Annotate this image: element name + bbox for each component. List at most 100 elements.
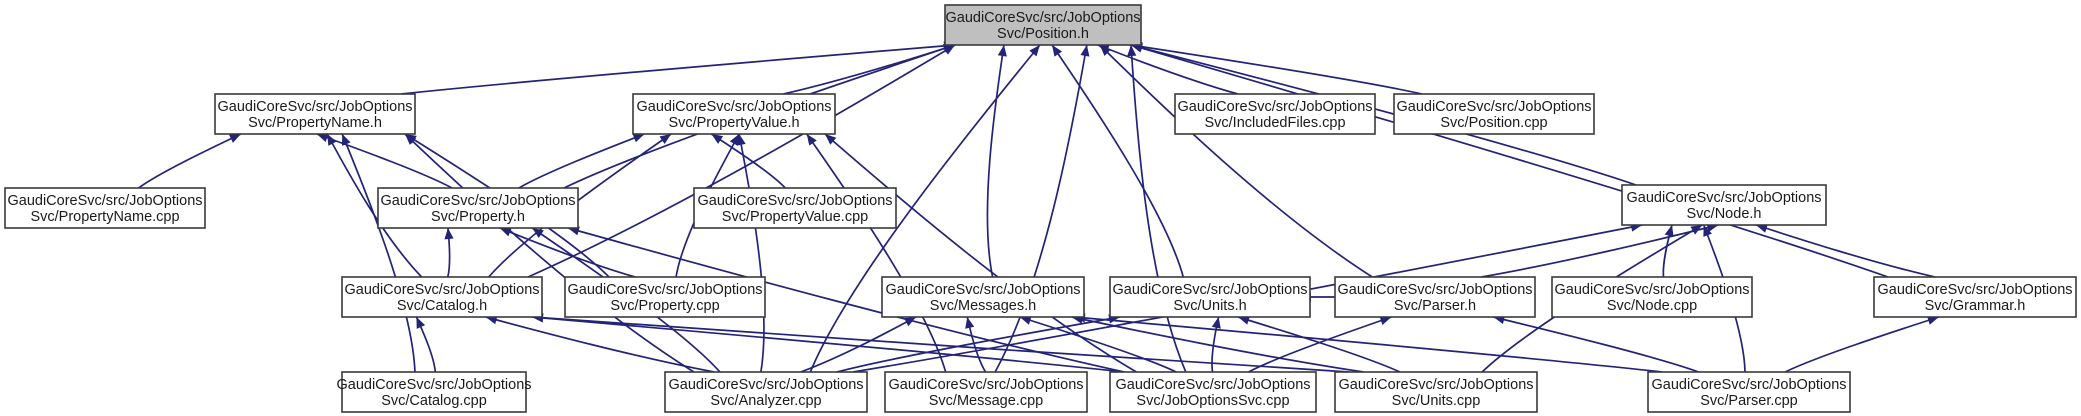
graph-node-node-h[interactable]: GaudiCoreSvc/src/JobOptionsSvc/Node.h — [1621, 184, 1827, 226]
node-box[interactable] — [1174, 93, 1376, 135]
node-box[interactable] — [1873, 276, 2077, 318]
dependency-edge — [527, 44, 956, 278]
dependency-edge — [1019, 316, 1177, 373]
node-box[interactable] — [1393, 93, 1595, 135]
dependency-edge — [400, 44, 956, 95]
node-box[interactable] — [1109, 371, 1317, 413]
graph-node-node-cpp[interactable]: GaudiCoreSvc/src/JobOptionsSvc/Node.cpp — [1551, 276, 1753, 318]
edge-arrowhead — [1097, 44, 1110, 54]
graph-node-joboptionssvc-cpp[interactable]: GaudiCoreSvc/src/JobOptionsSvc/JobOption… — [1109, 371, 1317, 413]
node-label-line2: Svc/Messages.h — [930, 298, 1036, 314]
node-box[interactable] — [944, 4, 1142, 46]
node-label-line2: Svc/Message.cpp — [929, 393, 1043, 409]
graph-node-propertyname-cpp[interactable]: GaudiCoreSvc/src/JobOptionsSvc/PropertyN… — [4, 187, 206, 229]
node-label-line2: Svc/JobOptionsSvc.cpp — [1136, 393, 1289, 409]
graph-node-units-cpp[interactable]: GaudiCoreSvc/src/JobOptionsSvc/Units.cpp — [1334, 371, 1538, 413]
dependency-edge — [138, 133, 242, 189]
node-label-line1: GaudiCoreSvc/src/JobOptions — [1112, 282, 1307, 298]
node-label-line1: GaudiCoreSvc/src/JobOptions — [945, 10, 1140, 26]
dependency-edge — [1071, 316, 1364, 373]
dependency-edge — [326, 133, 423, 278]
edge-arrowhead — [342, 134, 351, 146]
edge-arrowhead — [1211, 317, 1221, 329]
node-label-line2: Svc/Analyzer.cpp — [710, 393, 821, 409]
dependency-edge — [567, 227, 1125, 373]
node-label-line2: Svc/Node.cpp — [1607, 298, 1697, 314]
node-box[interactable] — [884, 371, 1088, 413]
graph-node-property-cpp[interactable]: GaudiCoreSvc/src/JobOptionsSvc/Property.… — [564, 276, 766, 318]
node-box[interactable] — [341, 371, 527, 413]
graph-node-parser-h[interactable]: GaudiCoreSvc/src/JobOptionsSvc/Parser.h — [1334, 276, 1536, 318]
node-box[interactable] — [1551, 276, 1753, 318]
edge-arrowhead — [943, 45, 955, 55]
node-box[interactable] — [564, 276, 766, 318]
node-label-line2: Svc/Grammar.h — [1925, 298, 2026, 314]
node-box[interactable] — [1647, 371, 1851, 413]
node-box[interactable] — [693, 187, 897, 229]
graph-node-units-h[interactable]: GaudiCoreSvc/src/JobOptionsSvc/Units.h — [1109, 276, 1311, 318]
graph-node-property-h[interactable]: GaudiCoreSvc/src/JobOptionsSvc/Property.… — [377, 187, 579, 229]
node-label-line2: Svc/Parser.cpp — [1700, 393, 1798, 409]
node-layer: GaudiCoreSvc/src/JobOptionsSvc/Position.… — [4, 4, 2077, 413]
node-label-line1: GaudiCoreSvc/src/JobOptions — [1877, 282, 2072, 298]
node-label-line2: Svc/Parser.h — [1394, 298, 1476, 314]
node-box[interactable] — [1621, 184, 1827, 226]
edge-arrowhead — [1926, 316, 1939, 325]
edge-arrowhead — [711, 134, 724, 144]
edge-arrowhead — [499, 227, 512, 237]
node-box[interactable] — [377, 187, 579, 229]
node-label-line2: Svc/Position.h — [997, 26, 1089, 42]
graph-node-grammar-h[interactable]: GaudiCoreSvc/src/JobOptionsSvc/Grammar.h — [1873, 276, 2077, 318]
node-box[interactable] — [1109, 276, 1311, 318]
dependency-edge — [1073, 316, 1663, 373]
graph-node-propertyname-h[interactable]: GaudiCoreSvc/src/JobOptionsSvc/PropertyN… — [214, 93, 416, 135]
edge-arrowhead — [1080, 45, 1090, 57]
node-box[interactable] — [4, 187, 206, 229]
edge-arrowhead — [1029, 45, 1040, 57]
node-label-line1: GaudiCoreSvc/src/JobOptions — [1651, 377, 1846, 393]
graph-node-analyzer-cpp[interactable]: GaudiCoreSvc/src/JobOptionsSvc/Analyzer.… — [664, 371, 868, 413]
node-box[interactable] — [1334, 371, 1538, 413]
node-box[interactable] — [341, 276, 543, 318]
node-box[interactable] — [881, 276, 1085, 318]
node-box[interactable] — [632, 93, 836, 135]
dependency-edge — [824, 133, 1137, 373]
node-label-line1: GaudiCoreSvc/src/JobOptions — [697, 193, 892, 209]
graph-node-catalog-h[interactable]: GaudiCoreSvc/src/JobOptionsSvc/Catalog.h — [341, 276, 543, 318]
edge-arrowhead — [228, 134, 241, 143]
dependency-edge — [316, 133, 453, 189]
node-box[interactable] — [664, 371, 868, 413]
edge-arrowhead — [316, 133, 329, 143]
edge-arrowhead — [825, 134, 837, 145]
node-box[interactable] — [214, 93, 416, 135]
graph-node-message-cpp[interactable]: GaudiCoreSvc/src/JobOptionsSvc/Message.c… — [884, 371, 1088, 413]
graph-node-propertyvalue-h[interactable]: GaudiCoreSvc/src/JobOptionsSvc/PropertyV… — [632, 93, 836, 135]
node-label-line2: Svc/PropertyValue.h — [668, 115, 799, 131]
edge-arrowhead — [1131, 43, 1143, 53]
dependency-edge — [404, 133, 695, 373]
edge-arrowhead — [1127, 45, 1137, 57]
dependency-edge — [531, 316, 1350, 373]
node-box[interactable] — [1334, 276, 1536, 318]
graph-node-messages-h[interactable]: GaudiCoreSvc/src/JobOptionsSvc/Messages.… — [881, 276, 1085, 318]
node-label-line2: Svc/IncludedFiles.cpp — [1204, 115, 1345, 131]
node-label-line1: GaudiCoreSvc/src/JobOptions — [668, 377, 863, 393]
graph-node-includedfiles-cpp[interactable]: GaudiCoreSvc/src/JobOptionsSvc/IncludedF… — [1174, 93, 1376, 135]
graph-node-parser-cpp[interactable]: GaudiCoreSvc/src/JobOptionsSvc/Parser.cp… — [1647, 371, 1851, 413]
edge-arrowhead — [327, 134, 337, 146]
edge-arrowhead — [904, 317, 916, 327]
dependency-edge — [1051, 44, 1185, 278]
node-label-line2: Svc/Catalog.h — [397, 298, 487, 314]
graph-node-catalog-cpp[interactable]: GaudiCoreSvc/src/JobOptionsSvc/Catalog.c… — [336, 371, 532, 413]
graph-node-propertyvalue-cpp[interactable]: GaudiCoreSvc/src/JobOptionsSvc/PropertyV… — [693, 187, 897, 229]
edge-arrowhead — [1379, 316, 1392, 325]
dependency-edge — [1493, 316, 1700, 373]
dependency-edge — [738, 133, 765, 373]
dependency-edge — [1248, 316, 1392, 373]
graph-node-position-h[interactable]: GaudiCoreSvc/src/JobOptionsSvc/Position.… — [944, 4, 1142, 46]
node-label-line1: GaudiCoreSvc/src/JobOptions — [1177, 99, 1372, 115]
edge-arrowhead — [444, 228, 454, 240]
graph-node-position-cpp[interactable]: GaudiCoreSvc/src/JobOptionsSvc/Position.… — [1393, 93, 1595, 135]
